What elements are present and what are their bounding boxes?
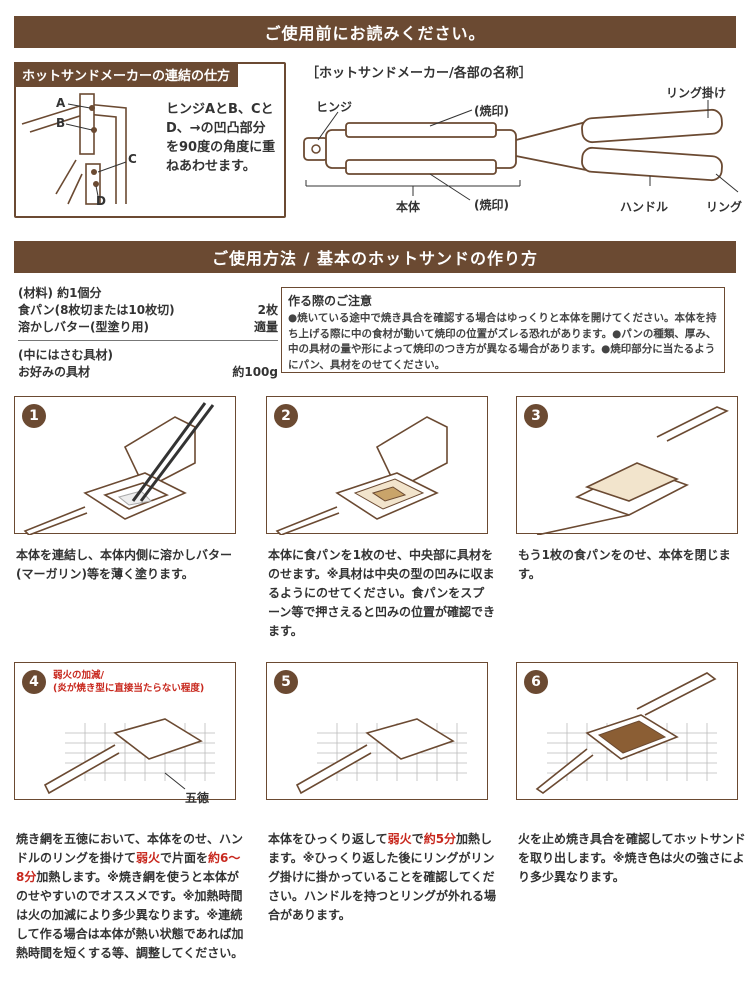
banner-how-to: ご使用方法 / 基本のホットサンドの作り方 bbox=[14, 241, 736, 273]
label-brand-bottom: (焼印) bbox=[474, 198, 509, 212]
step-4-illustration: 4 弱火の加減/ (炎が焼き型に直接当たらない程度) 五徳 bbox=[14, 662, 236, 805]
materials: (材料) 約1個分 食パン(8枚切または10枚切)2枚 溶かしバター(型塗り用)… bbox=[18, 285, 278, 381]
caution-box: 作る際のご注意 ●焼いている途中で焼き具合を確認する場合はゆっくりと本体を開けて… bbox=[281, 287, 725, 373]
step-4-text: 焼き網を五徳において、本体をのせ、ハンドルのリングを掛けて弱火で片面を約6〜8分… bbox=[16, 832, 244, 960]
step-number: 2 bbox=[274, 404, 298, 428]
connect-title: ホットサンドメーカーの連結の仕方 bbox=[14, 62, 239, 87]
label-brand-top: (焼印) bbox=[474, 104, 509, 118]
label-hinge: ヒンジ bbox=[316, 100, 353, 114]
label-handle: ハンドル bbox=[620, 200, 669, 214]
label-ring-hook: リング掛け bbox=[666, 86, 727, 100]
step-number: 3 bbox=[524, 404, 548, 428]
caution-title: 作る際のご注意 bbox=[288, 294, 373, 308]
material-row: 溶かしバター(型塗り用)適量 bbox=[18, 320, 278, 334]
step-5-illustration: 5 bbox=[266, 662, 488, 800]
step-3-text: もう1枚の食パンをのせ、本体を閉じます。 bbox=[518, 548, 731, 581]
step-number: 5 bbox=[274, 670, 298, 694]
step-6-text: 火を止め焼き具合を確認してホットサンドを取り出します。※焼き色は火の強さにより多… bbox=[518, 832, 746, 884]
highlight-low-heat: 弱火 bbox=[136, 851, 161, 865]
connect-illustration bbox=[21, 93, 127, 205]
label-d: D bbox=[96, 194, 106, 208]
heat-note-text: 弱火の加減/ (炎が焼き型に直接当たらない程度) bbox=[53, 670, 205, 694]
step-3-illustration: 3 bbox=[516, 396, 738, 535]
label-c: C bbox=[128, 152, 137, 166]
connect-box: A B C D ヒンジAとB、CとD、→の凹凸部分を90度の角度に重ねあわせます… bbox=[14, 62, 286, 218]
highlight-time: 約6〜8分 bbox=[16, 851, 241, 884]
label-a: A bbox=[56, 96, 66, 110]
heat-note: 弱火の加減/ (炎が焼き型に直接当たらない程度) bbox=[53, 669, 204, 695]
parts-diagram bbox=[303, 100, 739, 201]
label-b: B bbox=[56, 116, 66, 130]
step-number: 4 bbox=[22, 670, 46, 694]
materials-header: (材料) 約1個分 bbox=[18, 286, 102, 300]
highlight-time: 約5分 bbox=[423, 832, 457, 846]
step-2-text: 本体に食パンを1枚のせ、中央部に具材をのせます。※具材は中央の型の凹みに収まるよ… bbox=[268, 548, 496, 638]
trivet-label: 五徳 bbox=[185, 791, 210, 805]
highlight-low-heat: 弱火 bbox=[387, 832, 412, 846]
parts-title: ［ホットサンドメーカー/各部の名称］ bbox=[306, 66, 532, 81]
caution-body: ●焼いている途中で焼き具合を確認する場合はゆっくりと本体を開けてください。本体を… bbox=[288, 312, 717, 371]
step-1-text: 本体を連結し、本体内側に溶かしバター(マーガリン)等を薄く塗ります。 bbox=[16, 548, 233, 581]
filling-row: お好みの具材約100g bbox=[18, 365, 278, 379]
connect-instructions: ヒンジAとB、CとD、→の凹凸部分を90度の角度に重ねあわせます。 bbox=[166, 102, 276, 174]
step-1-illustration: 1 bbox=[14, 396, 236, 535]
step-6-illustration: 6 bbox=[516, 662, 738, 800]
label-ring: リング bbox=[706, 200, 743, 214]
material-row: 食パン(8枚切または10枚切)2枚 bbox=[18, 303, 278, 317]
step-2-illustration: 2 bbox=[266, 396, 488, 535]
step-number: 6 bbox=[524, 670, 548, 694]
step-number: 1 bbox=[22, 404, 46, 428]
divider bbox=[18, 340, 278, 341]
label-body: 本体 bbox=[396, 200, 421, 214]
step-5-text: 本体をひっくり返して弱火で約5分加熱します。※ひっくり返した後にリングがリング掛… bbox=[268, 832, 497, 922]
filling-header: (中にはさむ具材) bbox=[18, 348, 113, 362]
banner-before-use: ご使用前にお読みください。 bbox=[14, 16, 736, 48]
